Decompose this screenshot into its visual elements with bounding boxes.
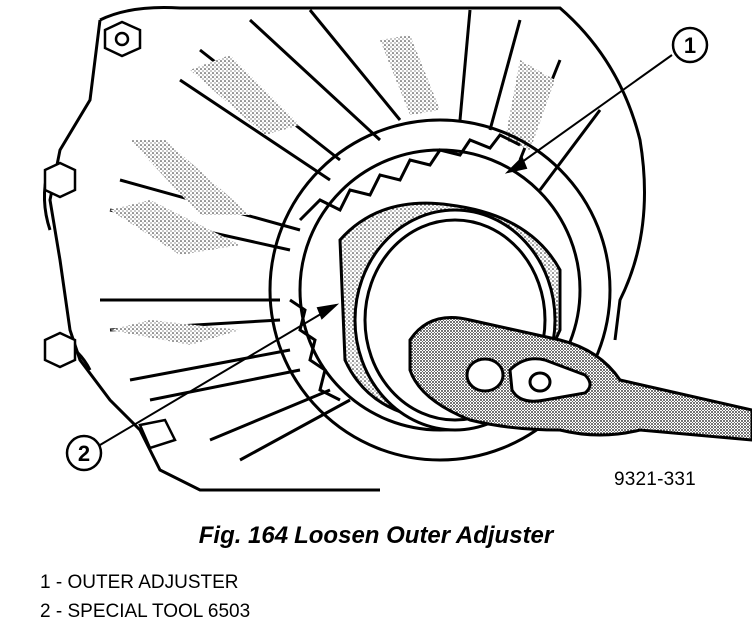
caption-title: Loosen Outer Adjuster [294,522,554,549]
legend-separator: - [50,601,68,622]
callout-2: 2 [65,434,103,472]
special-tool [338,201,752,442]
leader-line-2 [99,304,337,446]
technical-illustration: 1 2 [43,6,752,492]
legend-item-number: 2 [40,601,51,622]
callout-1-number: 1 [684,33,696,58]
legend-item-2: 2 - SPECIAL TOOL 6503 [40,597,250,626]
leader-lines [99,54,673,446]
legend-item-label: SPECIAL TOOL 6503 [67,601,251,622]
figure-reference-number: 9321-331 [614,469,696,490]
callout-2-number: 2 [78,441,90,466]
callout-legend: 1 - OUTER ADJUSTER 2 - SPECIAL TOOL 6503 [40,568,250,626]
legend-item-1: 1 - OUTER ADJUSTER [40,568,250,597]
bolt-heads [43,20,177,450]
arrowhead-1 [504,156,528,174]
caption-label: Fig. 164 [198,522,289,549]
leader-line-1 [507,54,673,173]
callout-1: 1 [671,26,709,64]
arrowhead-2 [316,303,340,320]
legend-item-label: OUTER ADJUSTER [67,572,239,593]
legend-item-number: 1 [40,572,51,593]
legend-separator: - [50,572,68,593]
outer-adjuster-ring [268,118,612,462]
rib-shading [110,35,555,345]
